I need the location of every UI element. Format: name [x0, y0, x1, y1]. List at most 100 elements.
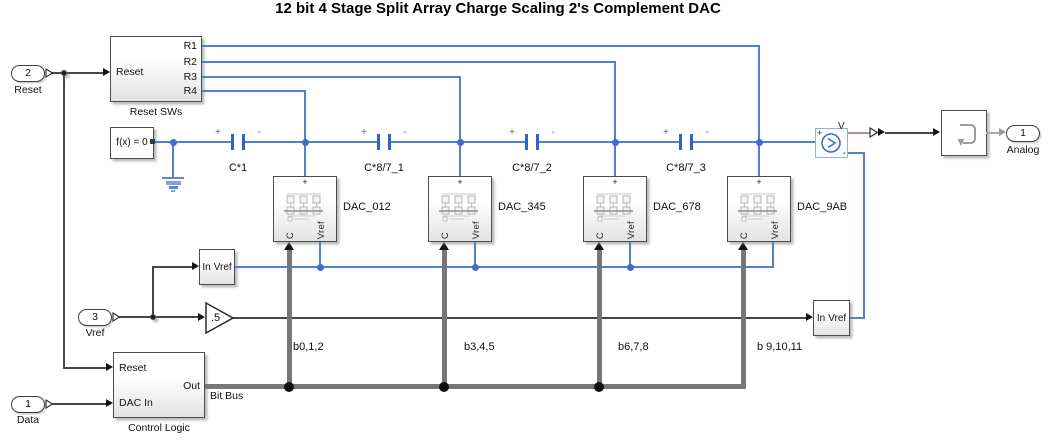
arrow-hold-in — [933, 128, 940, 136]
wire-sensor-minus-h — [847, 152, 865, 154]
cap2-plate-right[interactable] — [388, 134, 391, 150]
block-reset-sws[interactable]: Reset R1 R2 R3 R4 — [110, 36, 202, 102]
block-control-logic[interactable]: Reset DAC In Out — [113, 352, 205, 418]
solver-label: f(x) = 0 — [116, 137, 148, 148]
inport-vref[interactable]: 3 — [78, 309, 112, 326]
dac2-plus-port: + — [457, 177, 463, 187]
inport-reset[interactable]: 2 — [11, 65, 45, 82]
wire-vref-port — [119, 316, 199, 318]
wire-conv-right-out — [850, 317, 865, 319]
port-reset-out-arrow — [45, 68, 54, 78]
cl-dacin-label: DAC In — [119, 397, 153, 409]
bus-bits-3 — [596, 249, 602, 387]
rail-junction-4 — [755, 138, 763, 146]
block-gain[interactable]: .5 — [205, 301, 235, 335]
wire-r4 — [202, 90, 306, 92]
block-dac-012[interactable]: + C Vref — [273, 176, 337, 242]
block-solver[interactable]: f(x) = 0 — [110, 127, 154, 159]
wire-r2-drop — [614, 61, 616, 142]
bus-bits-1 — [286, 249, 292, 387]
block-voltage-sensor[interactable]: + - — [815, 128, 848, 159]
ground-bar-4 — [171, 190, 175, 192]
reset-sws-in-label: Reset — [116, 66, 144, 78]
bus-junction-3 — [594, 382, 604, 392]
wire-r3-drop — [459, 76, 461, 142]
vref-junction-3 — [626, 263, 634, 271]
block-simulink-ps-converter-right[interactable]: In Vref — [813, 300, 850, 336]
diagram-title: 12 bit 4 Stage Split Array Charge Scalin… — [275, 0, 721, 17]
ground-bar-3 — [168, 186, 178, 189]
conv-left-out-label: Vref — [213, 261, 232, 273]
wire-r2 — [202, 61, 616, 63]
inport-vref-num: 3 — [92, 311, 98, 323]
cap3-plus: + — [509, 127, 515, 138]
dac4-c-port: C — [739, 231, 750, 239]
arrow-conv-left-in — [192, 262, 199, 270]
ground-bar-1[interactable] — [162, 177, 184, 179]
wire-plus-stub-3 — [614, 141, 616, 176]
cap3-plate-left[interactable] — [525, 134, 528, 150]
port-data-out-arrow — [45, 398, 54, 409]
cap2-plate-left[interactable] — [377, 134, 380, 150]
wire-reset-port — [51, 72, 104, 74]
rail-junction-2 — [456, 138, 464, 146]
ground-bar-2 — [165, 181, 181, 185]
arrow-cl-reset-in — [106, 363, 113, 371]
dac1-plus-port: + — [302, 177, 308, 187]
dac4-subsystem-icon — [738, 193, 777, 222]
wire-vref-branch-v — [152, 266, 154, 318]
wire-vref-stub-1 — [319, 242, 321, 267]
cap1-label: C*1 — [228, 162, 248, 174]
dac2-label: DAC_345 — [498, 201, 546, 213]
cap3-plate-right[interactable] — [536, 134, 539, 150]
cap1-plate-left[interactable] — [231, 134, 234, 150]
rail-junction-3 — [611, 138, 619, 146]
dac3-vref-port: Vref — [626, 220, 637, 239]
arrow-resetsws-in — [103, 68, 110, 76]
cap4-plus: + — [663, 127, 669, 138]
outport-analog[interactable]: 1 — [1006, 125, 1040, 142]
voltage-sensor-icon — [821, 133, 841, 153]
dac3-c-port: C — [595, 231, 606, 239]
dac2-subsystem-icon — [439, 193, 478, 222]
cap4-label: C*8/7_3 — [666, 162, 706, 174]
conv-left-in-label: In — [202, 261, 211, 273]
wire-vref-branch-h — [152, 266, 192, 268]
bus-bits-2 — [441, 249, 447, 387]
cap2-minus: - — [403, 127, 407, 138]
cap4-plate-right[interactable] — [690, 134, 693, 150]
cap1-gap — [232, 133, 244, 151]
block-dac-678[interactable]: + C Vref — [583, 176, 647, 242]
vref-junction-1 — [316, 263, 324, 271]
loop-icon — [957, 124, 976, 146]
dac3-plus-port: + — [612, 177, 618, 187]
cap1-plate-right[interactable] — [242, 134, 245, 150]
wire-gain-out — [233, 317, 806, 319]
arrow-bus-1 — [283, 242, 294, 250]
block-dac-345[interactable]: + C Vref — [428, 176, 492, 242]
dac4-label: DAC_9AB — [797, 201, 848, 213]
wire-r3 — [202, 76, 461, 78]
cap1-plus: + — [215, 127, 221, 138]
cap4-plate-left[interactable] — [679, 134, 682, 150]
dac1-label: DAC_012 — [343, 201, 391, 213]
gain-value: .5 — [211, 312, 221, 324]
block-dac-9ab[interactable]: + C Vref — [727, 176, 791, 242]
wire-sensor-minus-v — [863, 152, 865, 318]
reset-sws-r2: R2 — [183, 56, 197, 68]
inport-vref-label: Vref — [85, 327, 105, 339]
bus-junction-2 — [439, 382, 449, 392]
block-hold[interactable] — [941, 110, 987, 156]
bus-bit-main — [205, 384, 743, 389]
wire-r4-drop — [304, 90, 306, 142]
ps-simulink-converter-icon[interactable] — [869, 127, 879, 138]
block-simulink-ps-converter-left[interactable]: In Vref — [199, 249, 235, 285]
dac2-c-port: C — [440, 231, 451, 239]
inport-data-label: Data — [16, 414, 40, 426]
wire-reset-branch-v — [63, 72, 65, 368]
dac1-c-port: C — [285, 231, 296, 239]
inport-data[interactable]: 1 — [11, 395, 45, 413]
cap4-gap — [680, 133, 692, 151]
reset-sws-r1: R1 — [183, 40, 197, 52]
